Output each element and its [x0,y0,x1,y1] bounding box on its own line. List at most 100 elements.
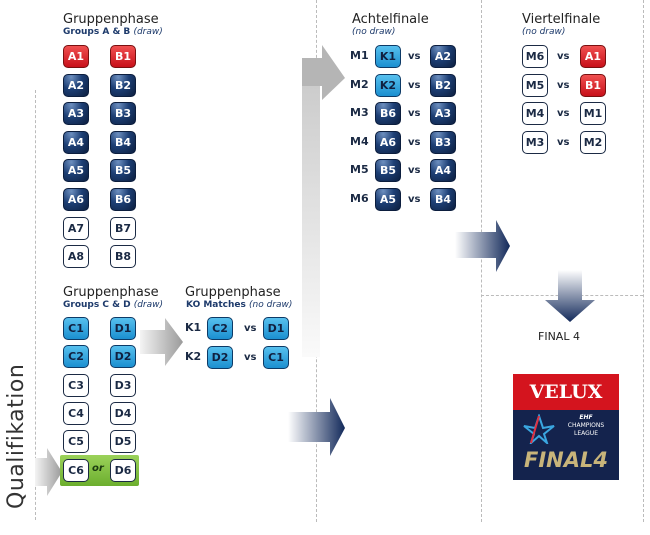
vs-label: vs [408,79,421,91]
gray-arrow-up-right-icon [302,45,345,357]
team-slot: B8 [110,245,136,269]
team-slot: A3 [63,102,89,126]
group-ab-subtitle: Groups A & B (draw) [63,27,163,37]
team-slot: C6 [63,458,89,482]
team-slot: D1 [263,317,289,340]
team-slot: A4 [430,159,456,182]
team-slot: C5 [63,430,89,454]
team-slot: D4 [110,401,136,425]
team-slot: C2 [207,317,233,340]
team-slot: C1 [263,345,289,369]
team-slot: B3 [430,130,456,154]
final4-logo-text: FINAL4 [524,448,608,472]
divider [481,0,482,522]
team-slot: D6 [110,458,136,482]
team-slot: A7 [63,216,89,240]
group-cd-title: Gruppenphase [63,285,159,300]
ko-subtitle: KO Matches (no draw) [186,300,293,310]
team-slot: M4 [522,102,548,125]
vs-label: vs [408,136,421,148]
divider [35,90,36,520]
team-slot: B5 [375,159,401,182]
navy-arrow-right-icon [455,220,510,272]
team-slot: A6 [63,188,89,211]
velux-brand: VELUX [513,374,619,410]
round16-note: (no draw) [352,27,396,37]
vs-label: vs [557,79,570,91]
vs-label: vs [244,323,257,334]
match-id: M4 [350,134,369,148]
team-slot: C2 [63,345,89,369]
team-slot: D1 [110,317,136,340]
navy-arrow-right-icon [288,398,345,456]
team-slot: B6 [110,188,136,211]
team-slot: A3 [430,102,456,125]
team-slot: M3 [522,130,548,154]
team-slot: D2 [207,345,233,369]
team-slot: A6 [375,130,401,154]
team-slot: B7 [110,216,136,240]
gray-arrow-right-icon [140,318,183,366]
team-slot: B5 [110,159,136,183]
team-slot: B4 [110,130,136,154]
navy-arrow-down-icon [545,270,595,322]
vs-label: vs [557,108,570,119]
match-id: K1 [185,321,202,334]
vs-label: vs [244,351,257,363]
team-slot: M5 [522,73,548,97]
final4-logo: VELUX EHF CHAMPIONS LEAGUE FINAL4 [513,374,619,480]
vs-label: vs [408,108,421,119]
team-slot: A4 [63,130,89,154]
star-logo-icon [523,414,555,444]
group-cd-subtitle: Groups C & D (draw) [63,300,163,310]
team-slot: D2 [110,345,136,369]
team-slot: B6 [375,102,401,125]
match-id: M1 [350,49,369,62]
team-slot: A2 [63,73,89,97]
team-slot: B1 [580,73,606,97]
final4-label: FINAL 4 [538,330,580,343]
or-label: or [92,463,104,474]
team-slot: K2 [375,73,401,97]
team-slot: D5 [110,430,136,454]
team-slot: B3 [110,102,136,126]
vs-label: vs [408,165,421,176]
team-slot: M2 [580,130,606,154]
divider [643,0,644,522]
team-slot: M6 [522,45,548,68]
team-slot: K1 [375,45,401,68]
match-id: M2 [350,77,369,91]
team-slot: M1 [580,102,606,125]
team-slot: B4 [430,187,456,211]
team-slot: D3 [110,373,136,397]
team-slot: A2 [430,45,456,68]
team-slot: C1 [63,317,89,340]
team-slot: B1 [110,45,136,68]
league-label: LEAGUE [574,430,598,437]
match-id: M6 [350,191,369,205]
vs-label: vs [557,51,570,62]
quarter-title: Viertelfinale [522,12,601,27]
team-slot: A1 [63,45,89,68]
vs-label: vs [408,193,421,205]
team-slot: A8 [63,245,89,269]
vs-label: vs [408,51,421,62]
match-id: M3 [350,106,369,119]
team-slot: A5 [375,187,401,211]
round16-title: Achtelfinale [352,12,429,27]
quarter-note: (no draw) [522,27,566,37]
ehf-label: EHF [579,414,593,421]
group-ab-title: Gruppenphase [63,12,159,27]
match-id: K2 [185,349,202,363]
champions-label: CHAMPIONS [567,422,605,429]
ko-title: Gruppenphase [185,285,281,300]
team-slot: A5 [63,159,89,183]
team-slot: B2 [110,73,136,97]
team-slot: C3 [63,373,89,397]
team-slot: B2 [430,73,456,97]
qualifikation-label: Qualifikation [4,363,29,509]
team-slot: C4 [63,401,89,425]
team-slot: A1 [580,45,606,68]
vs-label: vs [557,136,570,148]
